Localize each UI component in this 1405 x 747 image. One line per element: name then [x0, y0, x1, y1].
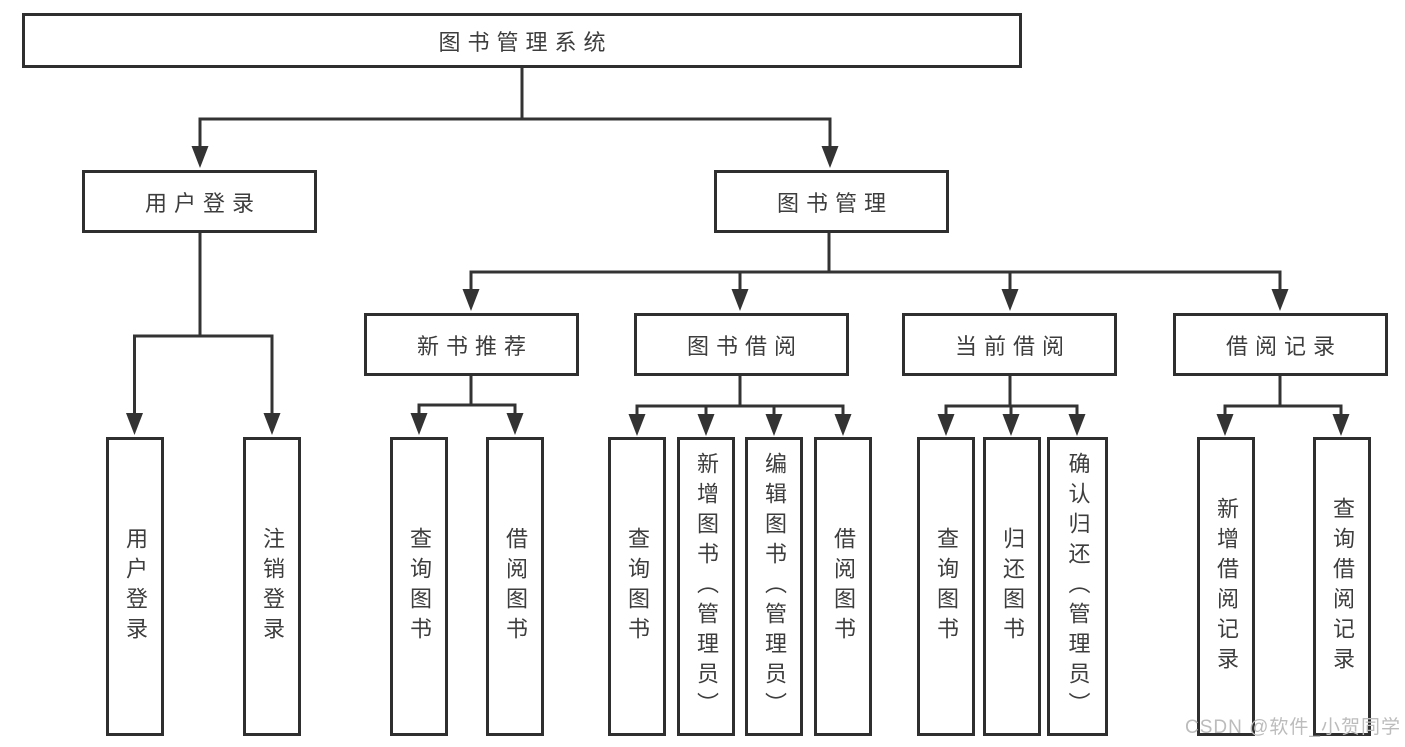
- leaf-label: 确认归还（管理员）: [1065, 451, 1091, 722]
- branch-box-user-login: 用户登录: [82, 170, 317, 233]
- branch-box-book-management: 图书管理: [714, 170, 949, 233]
- group-box-new-book-recommend: 新书推荐: [364, 313, 579, 376]
- leaf-box-add-borrow-record: 新增借阅记录: [1197, 437, 1255, 736]
- leaf-label: 新增借阅记录: [1214, 496, 1239, 677]
- leaf-box-borrow-books-2: 借阅图书: [814, 437, 872, 736]
- leaf-box-confirm-return-admin: 确认归还（管理员）: [1047, 437, 1108, 736]
- leaf-label: 查询图书: [934, 526, 959, 647]
- leaf-box-query-borrow-record: 查询借阅记录: [1313, 437, 1371, 736]
- group-label: 新书推荐: [416, 333, 533, 359]
- leaf-label: 新增图书（管理员）: [694, 451, 719, 722]
- branch-label: 用户登录: [144, 190, 261, 216]
- group-box-book-borrow: 图书借阅: [634, 313, 849, 376]
- leaf-label: 编辑图书（管理员）: [762, 451, 787, 722]
- leaf-box-edit-book-admin: 编辑图书（管理员）: [745, 437, 803, 736]
- leaf-box-query-books-2: 查询图书: [608, 437, 666, 736]
- group-label: 图书借阅: [686, 333, 803, 359]
- leaf-box-user-login: 用户登录: [106, 437, 164, 736]
- leaf-box-borrow-books-1: 借阅图书: [486, 437, 544, 736]
- leaf-label: 查询图书: [625, 526, 650, 647]
- leaf-label: 查询借阅记录: [1330, 496, 1355, 677]
- leaf-label: 借阅图书: [503, 526, 528, 647]
- leaf-label: 归还图书: [1000, 526, 1025, 647]
- group-label: 借阅记录: [1225, 333, 1342, 359]
- leaf-box-query-books-1: 查询图书: [390, 437, 448, 736]
- leaf-label: 注销登录: [260, 526, 285, 647]
- leaf-label: 用户登录: [123, 526, 148, 647]
- leaf-box-return-book: 归还图书: [983, 437, 1041, 736]
- group-label: 当前借阅: [954, 333, 1071, 359]
- leaf-box-add-book-admin: 新增图书（管理员）: [677, 437, 735, 736]
- leaf-box-query-books-3: 查询图书: [917, 437, 975, 736]
- watermark: CSDN @软件_小贺同学: [1185, 717, 1401, 738]
- branch-label: 图书管理: [776, 190, 893, 216]
- group-box-borrow-record: 借阅记录: [1173, 313, 1388, 376]
- leaf-box-logout: 注销登录: [243, 437, 301, 736]
- leaf-label: 借阅图书: [831, 526, 856, 647]
- group-box-current-borrow: 当前借阅: [902, 313, 1117, 376]
- leaf-label: 查询图书: [407, 526, 432, 647]
- root-label: 图书管理系统: [438, 29, 613, 55]
- root-box-library-system: 图书管理系统: [22, 13, 1022, 68]
